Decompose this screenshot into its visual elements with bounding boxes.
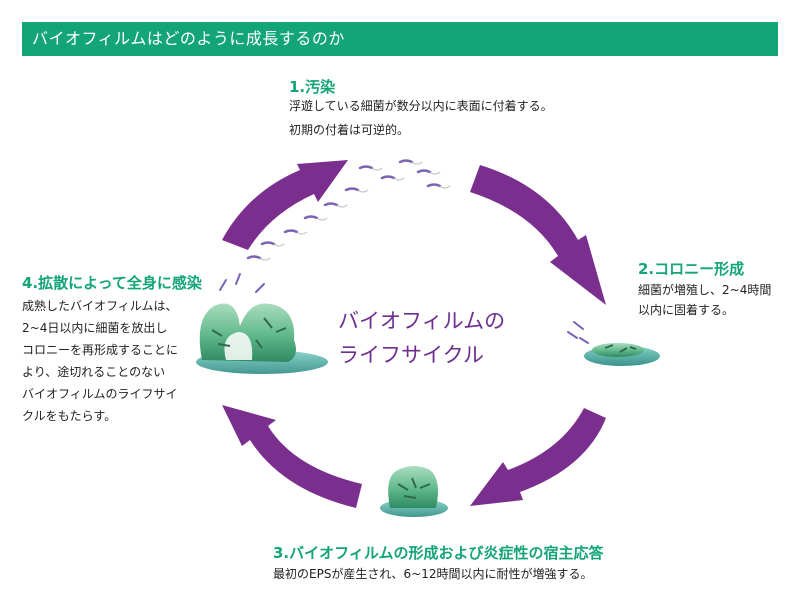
stage2-biofilm-illustration — [567, 321, 660, 366]
center-title-line2: ライフサイクル — [338, 343, 484, 367]
cycle-arrow-top-right — [470, 165, 606, 305]
floating-bacteria — [246, 159, 451, 261]
stage4-desc-line4: より、途切れることのない — [22, 365, 166, 379]
stage4-desc-line5: バイオフィルムのライフサイ — [22, 387, 178, 401]
cycle-arrow-bottom-right — [470, 408, 606, 506]
stage4-desc-line1: 成熟したバイオフィルムは、 — [22, 299, 178, 313]
stage4-biofilm-illustration — [196, 273, 328, 374]
stage2-title: 2.コロニー形成 — [638, 260, 745, 278]
stage3-biofilm-illustration — [380, 466, 448, 517]
stage4-title: 4.拡散によって全身に感染 — [22, 274, 202, 292]
stage4-desc-line2: 2~4日以内に細菌を放出し — [22, 321, 168, 335]
lifecycle-center-title: バイオフィルムの ライフサイクル — [338, 304, 505, 372]
stage3-title: 3.バイオフィルムの形成および炎症性の宿主応答 — [273, 544, 604, 562]
stage4-desc-line6: クルをもたらす。 — [22, 409, 117, 423]
cycle-arrow-top-left — [222, 160, 348, 250]
stage1-desc-line1: 浮遊している細菌が数分以内に表面に付着する。 — [289, 99, 553, 113]
center-title-line1: バイオフィルムの — [338, 309, 506, 333]
header-title: バイオフィルムはどのように成長するのか — [32, 29, 345, 48]
stage1-desc-line2: 初期の付着は可逆的。 — [289, 123, 410, 137]
header-bar: バイオフィルムはどのように成長するのか — [22, 22, 778, 56]
stage4-desc-line3: コロニーを再形成することに — [22, 343, 179, 357]
stage2-desc-line2: 以内に固着する。 — [638, 303, 735, 317]
stage2-desc-line1: 細菌が増殖し、2~4時間 — [638, 283, 772, 297]
stage1-title: 1.汚染 — [289, 78, 336, 96]
cycle-arrow-bottom-left — [222, 405, 362, 508]
stage3-desc-line1: 最初のEPSが産生され、6~12時間以内に耐性が増強する。 — [273, 567, 593, 581]
